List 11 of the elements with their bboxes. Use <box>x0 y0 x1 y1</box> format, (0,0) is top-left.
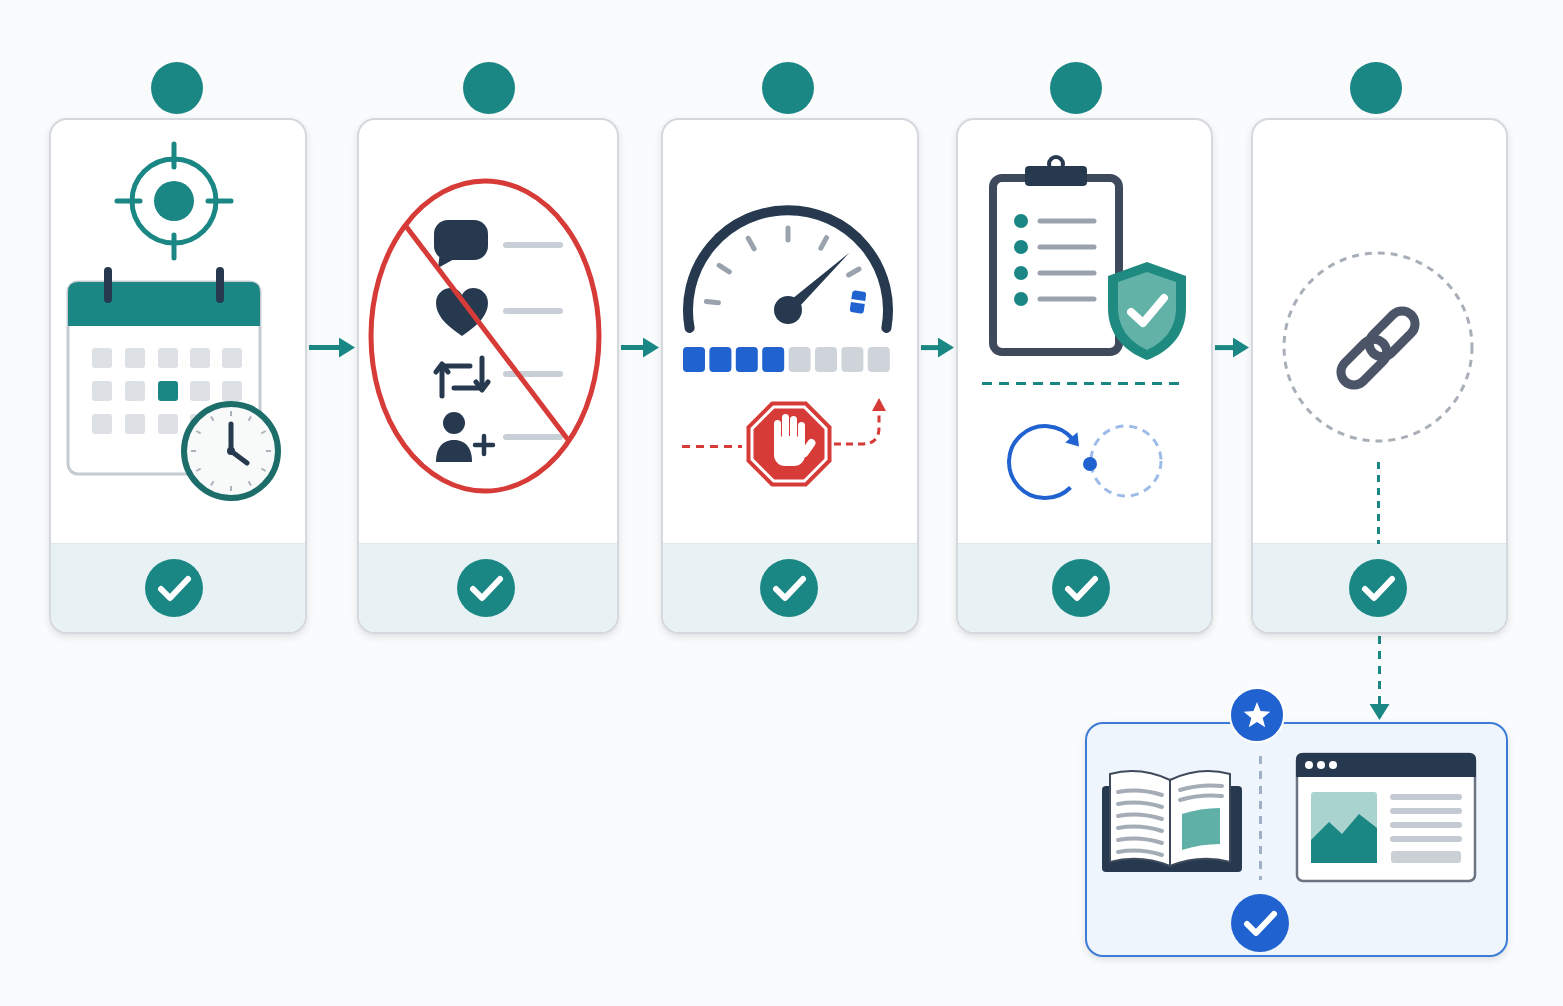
arrow <box>1369 636 1390 720</box>
arrow <box>1215 337 1249 358</box>
card <box>1251 118 1508 634</box>
card <box>357 118 619 634</box>
panel <box>1085 722 1508 957</box>
arrow <box>921 337 954 358</box>
arrow <box>309 337 355 358</box>
arrow <box>621 337 659 358</box>
card <box>661 118 919 634</box>
card <box>49 118 307 634</box>
card <box>956 118 1213 634</box>
